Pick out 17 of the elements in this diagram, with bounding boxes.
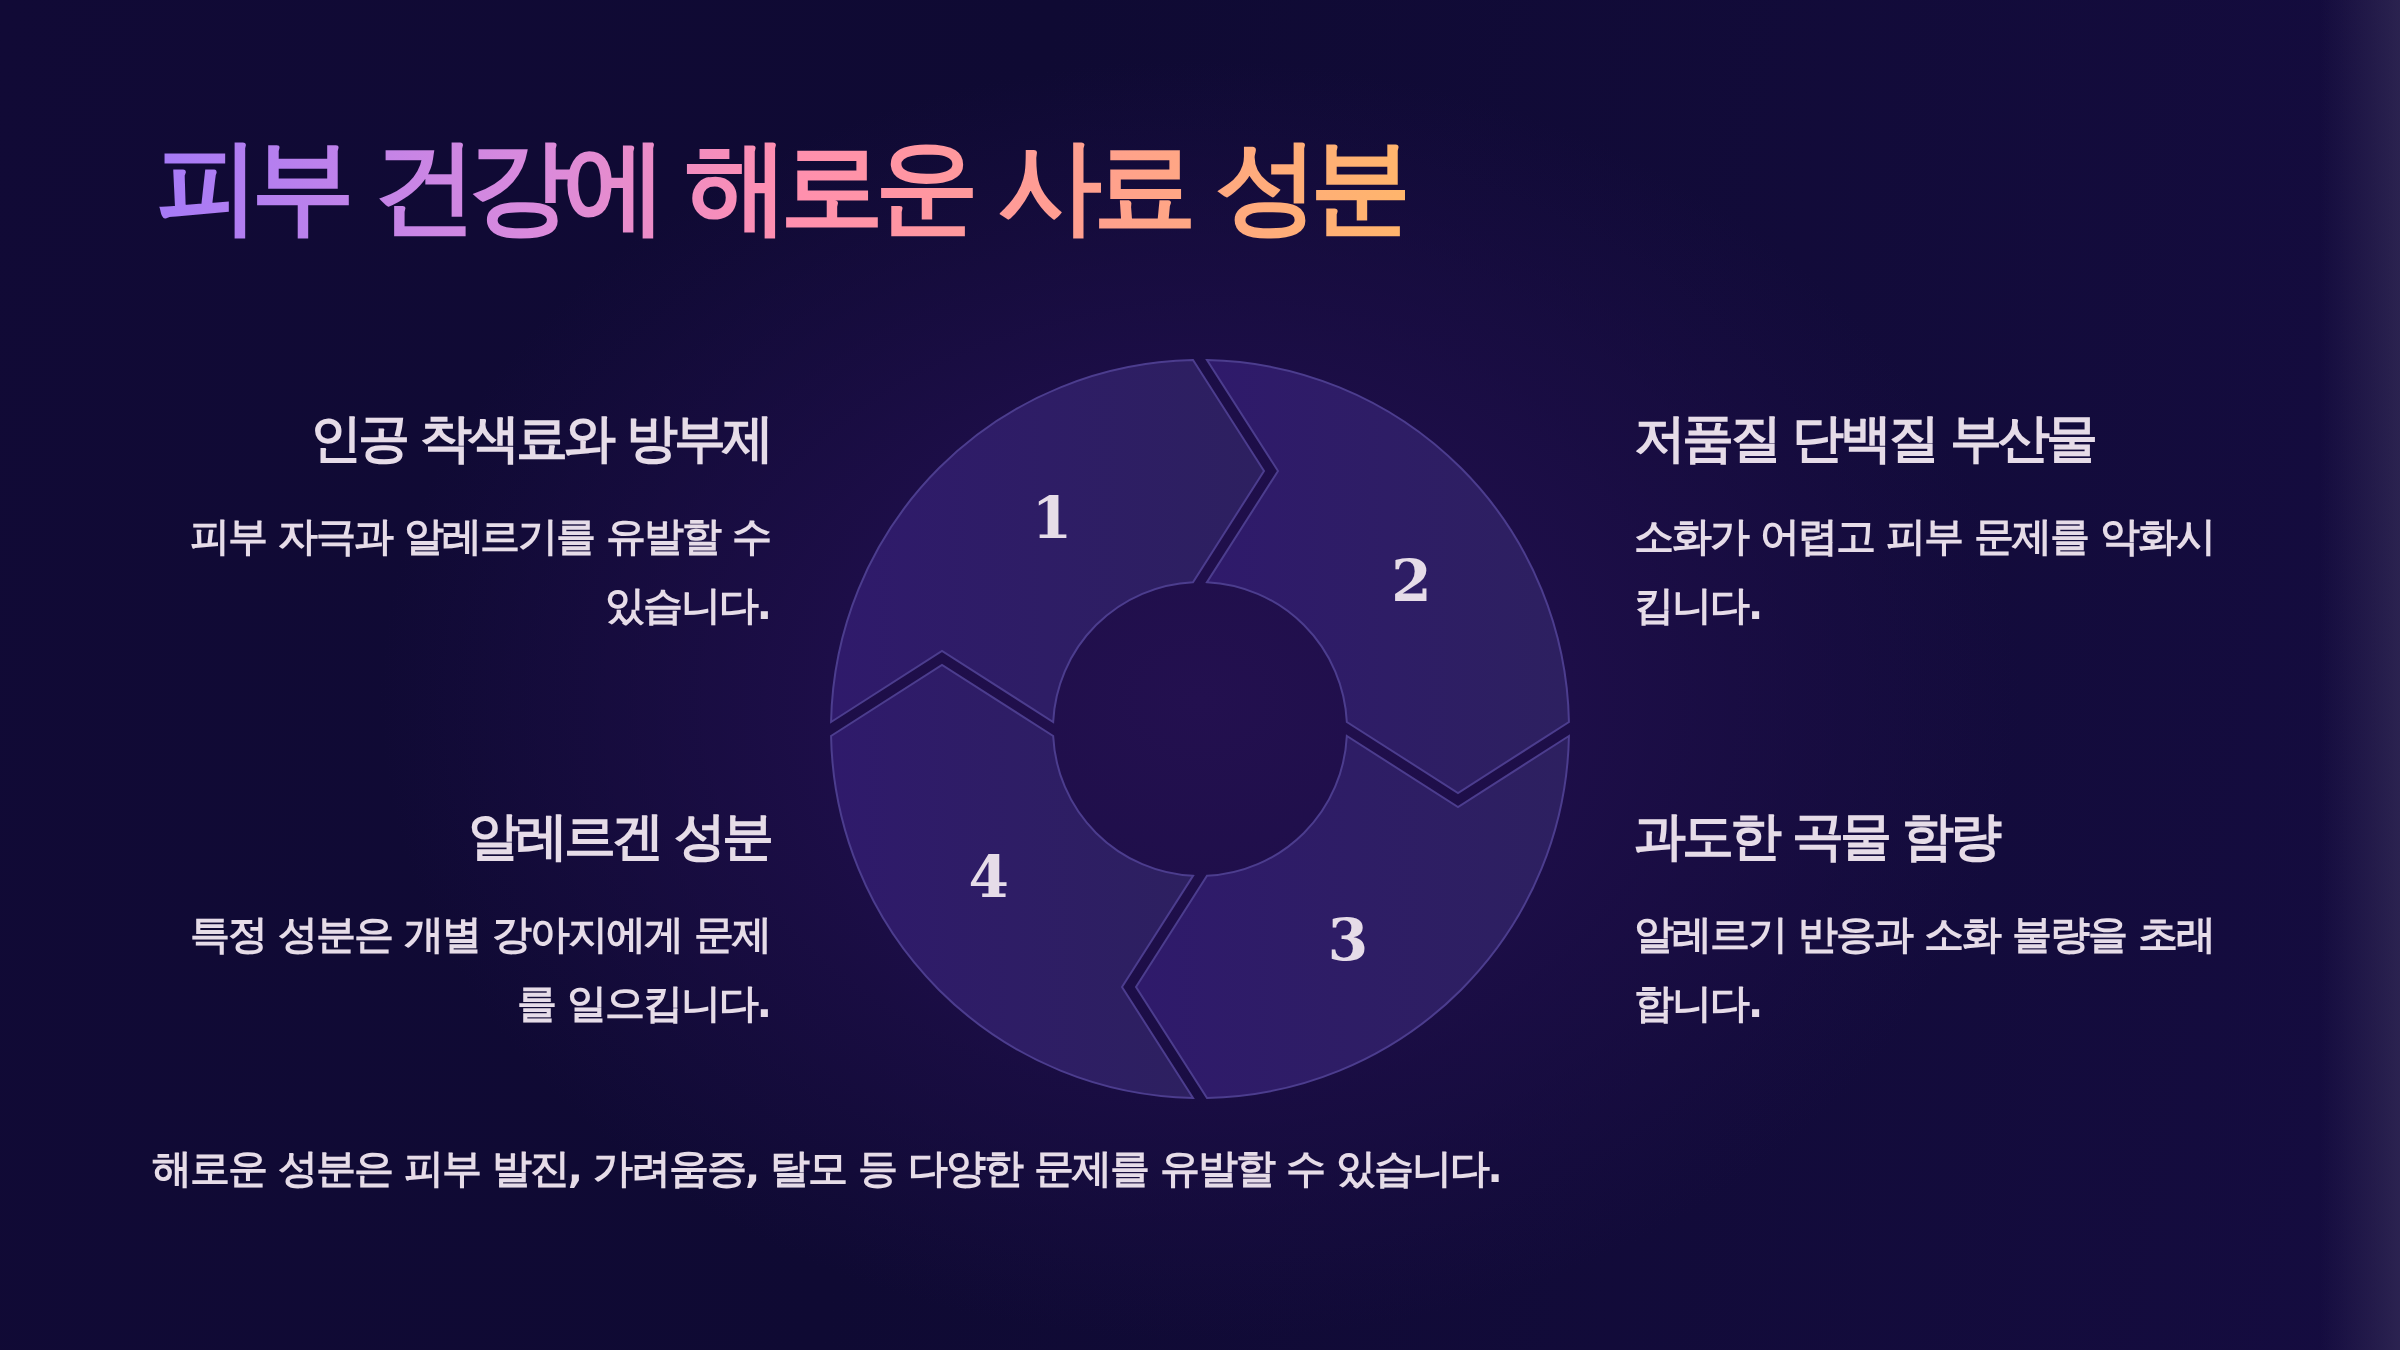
item-heading: 저품질 단백질 부산물: [1634, 407, 2096, 470]
item-description: 알레르기 반응과 소화 불량을 초래합니다.: [1634, 910, 2215, 1028]
step-number: 1: [1031, 488, 1073, 547]
item-heading: 과도한 곡물 함량: [1634, 805, 2000, 868]
summary-note: 해로운 성분은 피부 발진, 가려움증, 탈모 등 다양한 문제를 유발할 수 있습니다.: [152, 1144, 1501, 1193]
step-number: 4: [968, 847, 1009, 906]
step-number: 3: [1327, 911, 1369, 970]
cycle-arrow-segment: [1135, 735, 1570, 1099]
item-description: 피부 자극과 알레르기를 유발할 수 있습니다.: [189, 512, 770, 630]
cycle-arrow-segment: [830, 664, 1194, 1099]
step-number: 2: [1391, 552, 1432, 610]
item-description: 특정 성분은 개별 강아지에게 문제를 일으킵니다.: [189, 910, 770, 1028]
item-description: 소화가 어렵고 피부 문제를 악화시킵니다.: [1634, 512, 2215, 630]
cycle-arrow-segment: [1206, 359, 1570, 794]
cycle-arrow-segment: [830, 359, 1265, 723]
item-heading: 알레르겐 성분: [466, 805, 770, 868]
item-heading: 인공 착색료와 방부제: [308, 407, 770, 470]
